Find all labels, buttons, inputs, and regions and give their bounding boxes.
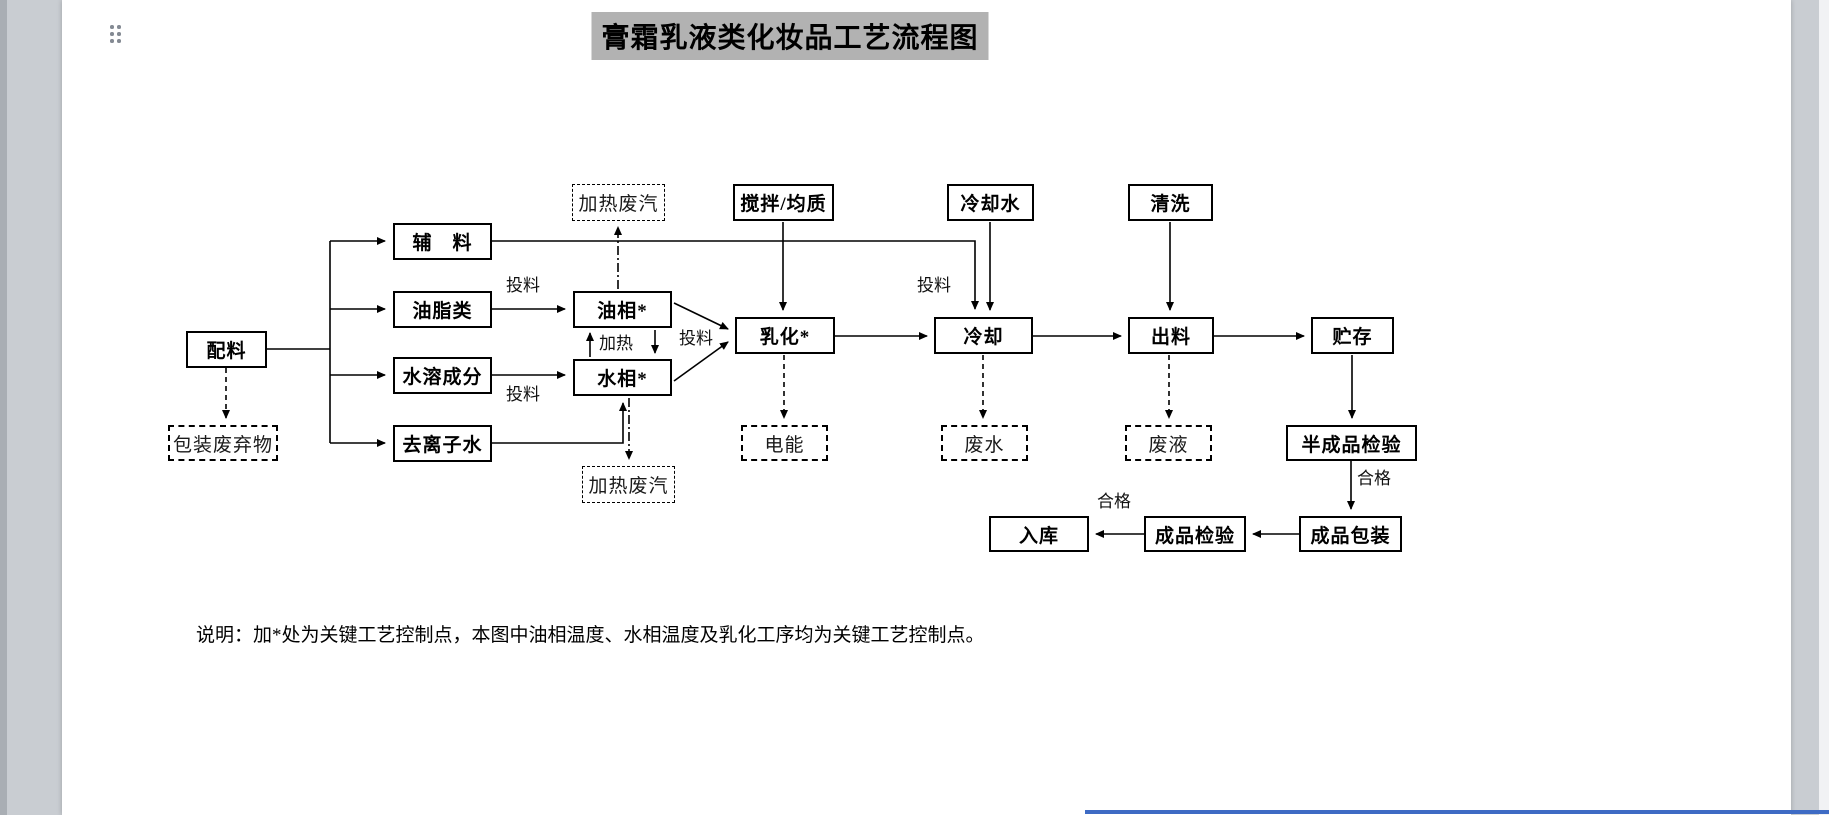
flow-node-oil-phase: 油相*: [573, 291, 672, 328]
flow-node-warehouse: 入库: [989, 516, 1089, 552]
edge-label-feed-water-soluble: 投料: [506, 385, 540, 404]
flow-node-batching: 配料: [186, 331, 267, 368]
flow-node-waste-water: 废水: [941, 425, 1028, 461]
document-page: [62, 0, 1791, 815]
flow-node-stir-homogenize: 搅拌/均质: [733, 184, 834, 221]
flow-node-oils: 油脂类: [393, 291, 492, 328]
flow-node-heating-exhaust-top: 加热废汽: [572, 184, 665, 221]
flow-node-water-phase: 水相*: [573, 359, 672, 396]
flow-node-semi-product-inspection: 半成品检验: [1286, 425, 1417, 461]
window-left-edge: [0, 0, 7, 815]
flow-node-waste-liquid: 废液: [1125, 425, 1212, 461]
flow-node-storage: 贮存: [1311, 317, 1394, 354]
flow-node-packaging-waste: 包装废弃物: [168, 425, 278, 461]
footnote-text: 说明：加*处为关键工艺控制点，本图中油相温度、水相温度及乳化工序均为关键工艺控制…: [196, 625, 985, 646]
vertical-scrollbar[interactable]: [1819, 0, 1829, 815]
flow-node-deionized-water: 去离子水: [393, 425, 492, 462]
flow-node-discharge: 出料: [1128, 317, 1214, 354]
flow-node-finished-inspection: 成品检验: [1144, 516, 1246, 552]
flow-node-auxiliary-material: 辅 料: [393, 223, 492, 260]
edge-label-feed-cooling: 投料: [917, 276, 951, 295]
edge-label-qualified-finished: 合格: [1097, 492, 1131, 511]
flow-node-finished-packaging: 成品包装: [1299, 516, 1402, 552]
drag-handle-icon[interactable]: [109, 24, 123, 44]
flow-node-cooling-water: 冷却水: [947, 184, 1034, 221]
edge-label-qualified-semi: 合格: [1357, 469, 1391, 488]
flow-node-cleaning: 清洗: [1128, 184, 1213, 221]
edge-label-feed-emulsify: 投料: [679, 329, 713, 348]
edge-label-feed-oils: 投料: [506, 276, 540, 295]
horizontal-scrollbar-thumb[interactable]: [1085, 810, 1829, 814]
flow-node-water-soluble: 水溶成分: [393, 357, 492, 394]
flow-node-emulsify: 乳化*: [735, 317, 835, 354]
page-title: 膏霜乳液类化妆品工艺流程图: [591, 12, 989, 60]
flow-node-electric-energy: 电能: [741, 425, 828, 461]
flow-node-heating-exhaust-bottom: 加热废汽: [582, 466, 675, 503]
edge-label-heating: 加热: [599, 334, 633, 353]
flow-node-cooling: 冷却: [934, 317, 1033, 354]
